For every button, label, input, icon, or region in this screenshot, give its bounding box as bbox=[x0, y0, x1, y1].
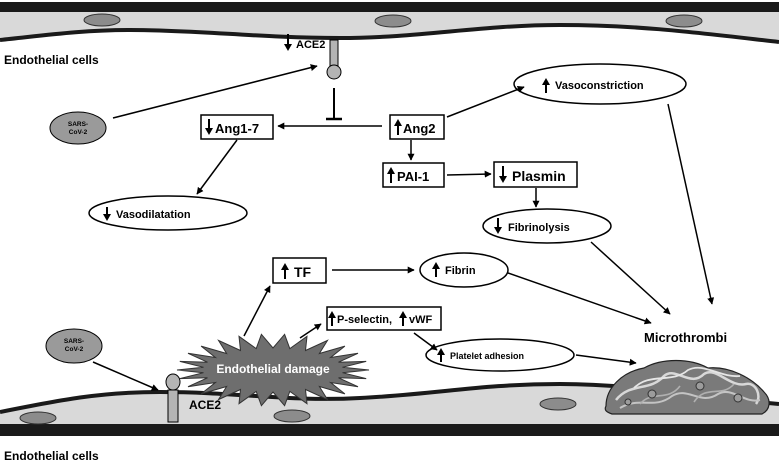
ace2-receptor-top bbox=[326, 39, 342, 80]
fibrin-node bbox=[419, 252, 509, 288]
vwf-label: vWF bbox=[409, 314, 433, 326]
arrow-ang2-to-vasoconstriction bbox=[446, 86, 525, 118]
virus-label-line2: CoV-2 bbox=[69, 129, 88, 136]
arrow-platelet-to-microthrombi bbox=[575, 354, 637, 366]
pai-1-box bbox=[382, 162, 445, 188]
arrow-up-icon bbox=[328, 311, 336, 326]
bottom-endothelium bbox=[0, 381, 779, 436]
fibrin-label: Fibrin bbox=[445, 265, 476, 277]
vasoconstriction-node bbox=[513, 63, 687, 105]
arrow-up-icon bbox=[281, 263, 289, 279]
arrow-pselectin-to-platelet bbox=[413, 332, 438, 351]
nucleus bbox=[83, 13, 121, 27]
arrow-ang17-to-vasodilatation bbox=[196, 139, 238, 195]
platelet-adhesion-label: Platelet adhesion bbox=[450, 351, 524, 361]
nucleus bbox=[374, 14, 412, 28]
p-selectin-label: P-selectin, bbox=[337, 314, 392, 326]
endothelial-cells-label-bottom: Endothelial cells bbox=[4, 449, 99, 463]
arrow-virus-to-ace2-bottom bbox=[92, 361, 159, 391]
arrow-virus-to-ace2 bbox=[112, 64, 318, 119]
arrow-pai1-to-plasmin bbox=[446, 170, 492, 178]
plasmin-box bbox=[493, 161, 578, 188]
vasodilatation-label: Vasodilatation bbox=[116, 209, 191, 221]
arrow-down-icon bbox=[205, 119, 213, 135]
ang2-label: Ang2 bbox=[403, 121, 436, 136]
ang1-7-label: Ang1-7 bbox=[215, 121, 259, 136]
vasoconstriction-label: Vasoconstriction bbox=[555, 80, 644, 92]
virus-label-line2: CoV-2 bbox=[65, 346, 84, 353]
arrow-fibrin-to-microthrombi bbox=[507, 272, 652, 325]
virus-label-line1: SARS- bbox=[68, 121, 88, 128]
endothelial-cells-label-top: Endothelial cells bbox=[4, 53, 99, 67]
nucleus bbox=[19, 411, 57, 425]
arrow-down-icon bbox=[284, 34, 292, 51]
fibrinolysis-node bbox=[482, 208, 612, 244]
ace2-receptor-bottom bbox=[165, 373, 181, 423]
arrow-up-icon bbox=[437, 348, 445, 362]
nucleus bbox=[273, 409, 311, 423]
vasodilatation-node bbox=[88, 195, 248, 231]
arrow-down-icon bbox=[103, 207, 111, 221]
top-membrane-outer bbox=[0, 2, 779, 12]
ace2-label-top: ACE2 bbox=[296, 39, 325, 51]
tf-label: TF bbox=[294, 264, 312, 280]
bottom-membrane-outer bbox=[0, 424, 779, 436]
arrow-up-icon bbox=[542, 78, 550, 93]
arrow-up-icon bbox=[399, 311, 407, 326]
arrow-vasoconstriction-to-microthrombi bbox=[667, 103, 715, 305]
sars-cov-2-virus-bottom: SARS- CoV-2 bbox=[45, 328, 103, 364]
plasmin-label: Plasmin bbox=[512, 168, 566, 184]
top-endothelium bbox=[0, 2, 779, 44]
tf-box bbox=[272, 257, 327, 284]
virus-label-line1: SARS- bbox=[64, 338, 84, 345]
fibrinolysis-label: Fibrinolysis bbox=[508, 222, 570, 234]
microthrombi-clot bbox=[604, 359, 770, 415]
platelet-adhesion-node bbox=[425, 338, 575, 372]
arrow-damage-to-tf bbox=[243, 285, 271, 337]
arrow-up-icon bbox=[432, 262, 440, 277]
microthrombi-label: Microthrombi bbox=[644, 330, 727, 345]
arrow-down-icon bbox=[494, 218, 502, 234]
pai-1-label: PAI-1 bbox=[397, 169, 429, 184]
nucleus bbox=[539, 397, 577, 411]
ang1-7-box bbox=[200, 114, 274, 140]
top-membrane-inner bbox=[0, 22, 779, 44]
arrow-up-icon bbox=[387, 167, 395, 183]
pathway-arrows bbox=[92, 64, 715, 391]
arrow-up-icon bbox=[394, 119, 402, 135]
sars-cov-2-virus-top: SARS- CoV-2 bbox=[49, 111, 107, 145]
nucleus bbox=[665, 14, 703, 28]
arrow-damage-to-pselectin bbox=[299, 323, 322, 339]
arrow-down-icon bbox=[499, 166, 507, 183]
ace2-label-bottom: ACE2 bbox=[189, 398, 221, 412]
endothelial-damage-label: Endothelial damage bbox=[216, 362, 330, 376]
p-selectin-vwf-box bbox=[326, 306, 442, 331]
endothelial-damage-burst: Endothelial damage bbox=[176, 333, 370, 407]
arrow-fibrinolysis-to-microthrombi bbox=[590, 241, 671, 315]
